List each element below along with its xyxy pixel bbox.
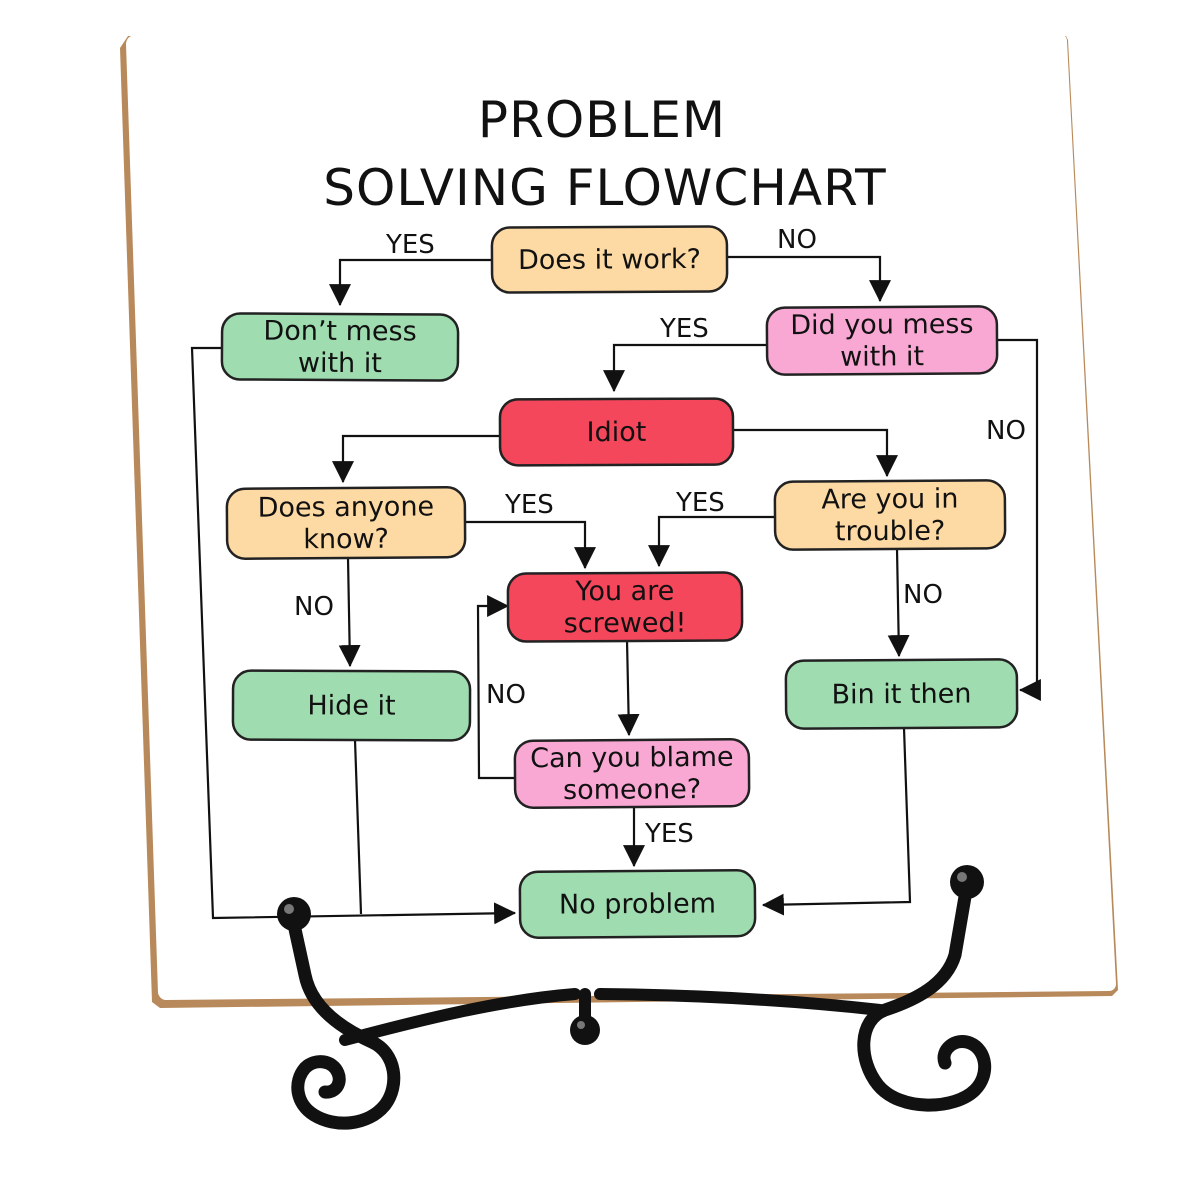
edge-anyone-no bbox=[338, 557, 361, 668]
easel-right-knob-highlight bbox=[957, 872, 967, 882]
node-box bbox=[498, 397, 735, 467]
easel-center-knob-highlight bbox=[577, 1021, 585, 1029]
node-label-line: screwed! bbox=[564, 608, 687, 640]
label-trouble-no: NO bbox=[903, 580, 943, 610]
node-box bbox=[513, 738, 751, 809]
node-box bbox=[506, 571, 744, 643]
edge-anyone-yes bbox=[465, 520, 596, 570]
node-box bbox=[225, 486, 467, 560]
edge-mess-no bbox=[997, 338, 1041, 701]
label-anyone-yes: YES bbox=[504, 490, 554, 520]
node-label-line: Does it work? bbox=[518, 244, 701, 276]
edge-trouble-no bbox=[887, 548, 910, 658]
node-no-problem: No problem bbox=[518, 869, 757, 939]
easel-center-knob bbox=[570, 1015, 600, 1045]
node-label-line: Bin it then bbox=[831, 679, 971, 711]
node-label-line: Did you mess bbox=[790, 309, 973, 341]
edge-work-no bbox=[727, 255, 891, 303]
easel-right-leg bbox=[857, 878, 992, 1112]
easel-right-knob bbox=[950, 865, 984, 899]
edge-mess-yes bbox=[603, 343, 767, 393]
node-label-line: No problem bbox=[559, 888, 716, 920]
title-line-2: SOLVING FLOWCHART bbox=[323, 159, 886, 217]
node-label-line: Can you blame bbox=[530, 742, 734, 774]
edges bbox=[190, 255, 1041, 925]
node-label-line: someone? bbox=[563, 774, 701, 806]
node-label-line: Don’t mess bbox=[263, 316, 416, 348]
node-idiot: Idiot bbox=[498, 397, 735, 467]
easel-left-knob-highlight bbox=[284, 904, 294, 914]
label-anyone-no: NO bbox=[294, 592, 334, 622]
node-box bbox=[518, 869, 757, 939]
tile-face bbox=[126, 34, 1116, 1000]
edge-hide-to-no-problem bbox=[353, 739, 363, 915]
node-label-line: trouble? bbox=[835, 516, 946, 548]
easel-left-knob bbox=[277, 897, 311, 931]
tile bbox=[120, 34, 1118, 1008]
edge-work-yes bbox=[329, 258, 492, 307]
node-label-line: Hide it bbox=[307, 690, 395, 721]
label-work-no: NO bbox=[777, 225, 817, 255]
edge-blame-no bbox=[476, 595, 515, 780]
node-label-line: You are bbox=[574, 576, 674, 608]
label-blame-yes: YES bbox=[644, 819, 694, 849]
node-box bbox=[220, 312, 460, 382]
edge-dont-mess-to-no-problem bbox=[190, 346, 517, 925]
node-does-it-work: Does it work? bbox=[490, 225, 729, 294]
node-label-line: know? bbox=[303, 524, 389, 556]
node-box bbox=[784, 658, 1019, 730]
label-trouble-yes: YES bbox=[675, 488, 725, 518]
node-label-line: Are you in bbox=[821, 484, 958, 516]
node-label-line: Does anyone bbox=[258, 491, 435, 523]
label-mess-no: NO bbox=[986, 416, 1026, 446]
node-box bbox=[231, 669, 472, 742]
node-hide-it: Hide it bbox=[231, 669, 472, 742]
edge-screwed-down bbox=[617, 639, 640, 737]
easel-stand bbox=[286, 878, 992, 1130]
easel-crossbar-left bbox=[339, 988, 581, 1046]
node-box bbox=[765, 305, 999, 376]
edge-labels: YES NO YES NO YES YES NO NO NO YES bbox=[294, 225, 1026, 849]
node-label-line: with it bbox=[840, 341, 924, 373]
edge-trouble-yes bbox=[648, 515, 775, 568]
label-mess-yes: YES bbox=[659, 314, 709, 344]
edge-bin-to-no-problem bbox=[761, 727, 912, 916]
node-label-line: with it bbox=[298, 348, 382, 379]
node-box bbox=[490, 225, 729, 294]
edge-idiot-left bbox=[332, 434, 500, 484]
label-blame-no: NO bbox=[486, 680, 526, 710]
node-bin-it-then: Bin it then bbox=[784, 658, 1019, 730]
edge-idiot-right bbox=[733, 428, 898, 478]
node-box bbox=[773, 479, 1007, 551]
label-work-yes: YES bbox=[385, 230, 435, 260]
title-line-1: PROBLEM bbox=[478, 91, 726, 149]
node-label-line: Idiot bbox=[587, 417, 647, 448]
easel-crossbar-right bbox=[594, 988, 886, 1016]
